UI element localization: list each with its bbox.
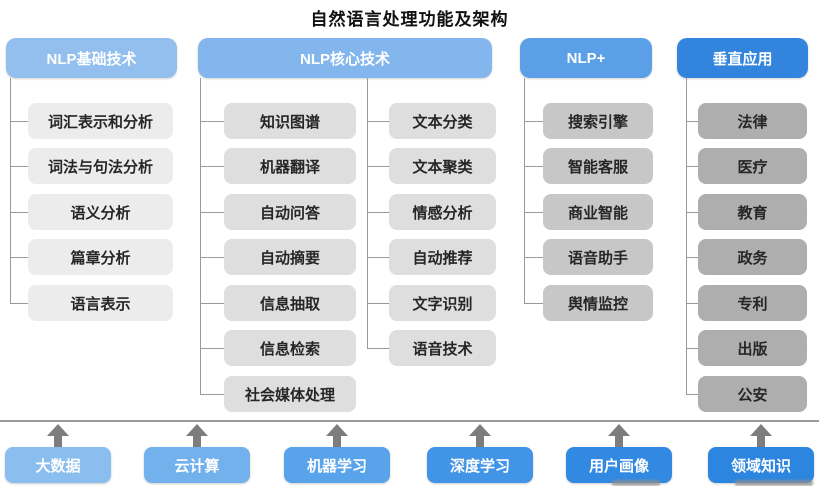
tree-item: 搜索引擎 (524, 103, 653, 139)
up-arrow-icon (750, 424, 772, 447)
up-arrow-icon (469, 424, 491, 447)
foundation-box: 云计算 (144, 447, 250, 483)
tree-item: 教育 (686, 194, 807, 230)
tree-item: 信息检索 (200, 330, 356, 366)
up-arrow-icon (47, 424, 69, 447)
foundation-box: 机器学习 (284, 447, 390, 483)
foundation-box: 大数据 (5, 447, 111, 483)
divider-line (0, 420, 819, 422)
tree-item: 词汇表示和分析 (10, 103, 173, 139)
column-header-vertical-apps: 垂直应用 (677, 38, 808, 78)
connector-vline (10, 78, 11, 303)
connector-vline (200, 78, 201, 394)
tree-item: 文本聚类 (367, 148, 496, 184)
tree-item: 信息抽取 (200, 285, 356, 321)
tree-item: 文本分类 (367, 103, 496, 139)
tree-item: 文字识别 (367, 285, 496, 321)
column-header-nlp-core: NLP核心技术 (198, 38, 492, 78)
tree-item: 机器翻译 (200, 148, 356, 184)
tree-item: 出版 (686, 330, 807, 366)
up-arrow-icon (326, 424, 348, 447)
watermark-remnant (612, 480, 660, 486)
connector-vline (686, 78, 687, 394)
foundation-box: 深度学习 (427, 447, 533, 483)
tree-item: 自动摘要 (200, 239, 356, 275)
tree-item: 语言表示 (10, 285, 173, 321)
page-title: 自然语言处理功能及架构 (310, 10, 509, 29)
foundation-box: 领域知识 (708, 447, 814, 483)
tree-item: 语音助手 (524, 239, 653, 275)
tree-item: 自动推荐 (367, 239, 496, 275)
tree-item: 法律 (686, 103, 807, 139)
tree-item: 公安 (686, 376, 807, 412)
tree-item: 专利 (686, 285, 807, 321)
watermark-remnant (735, 480, 813, 486)
tree-item: 智能客服 (524, 148, 653, 184)
tree-item: 知识图谱 (200, 103, 356, 139)
up-arrow-icon (186, 424, 208, 447)
column-header-nlp-plus: NLP+ (520, 38, 652, 78)
tree-item: 商业智能 (524, 194, 653, 230)
connector-vline (367, 78, 368, 348)
tree-item: 医疗 (686, 148, 807, 184)
tree-item: 词法与句法分析 (10, 148, 173, 184)
tree-item: 语义分析 (10, 194, 173, 230)
tree-item: 政务 (686, 239, 807, 275)
tree-item: 社会媒体处理 (200, 376, 356, 412)
tree-item: 舆情监控 (524, 285, 653, 321)
tree-item: 自动问答 (200, 194, 356, 230)
tree-item: 语音技术 (367, 330, 496, 366)
column-header-nlp-basic: NLP基础技术 (6, 38, 177, 78)
tree-item: 情感分析 (367, 194, 496, 230)
tree-item: 篇章分析 (10, 239, 173, 275)
connector-vline (524, 78, 525, 303)
up-arrow-icon (608, 424, 630, 447)
foundation-box: 用户画像 (566, 447, 672, 483)
